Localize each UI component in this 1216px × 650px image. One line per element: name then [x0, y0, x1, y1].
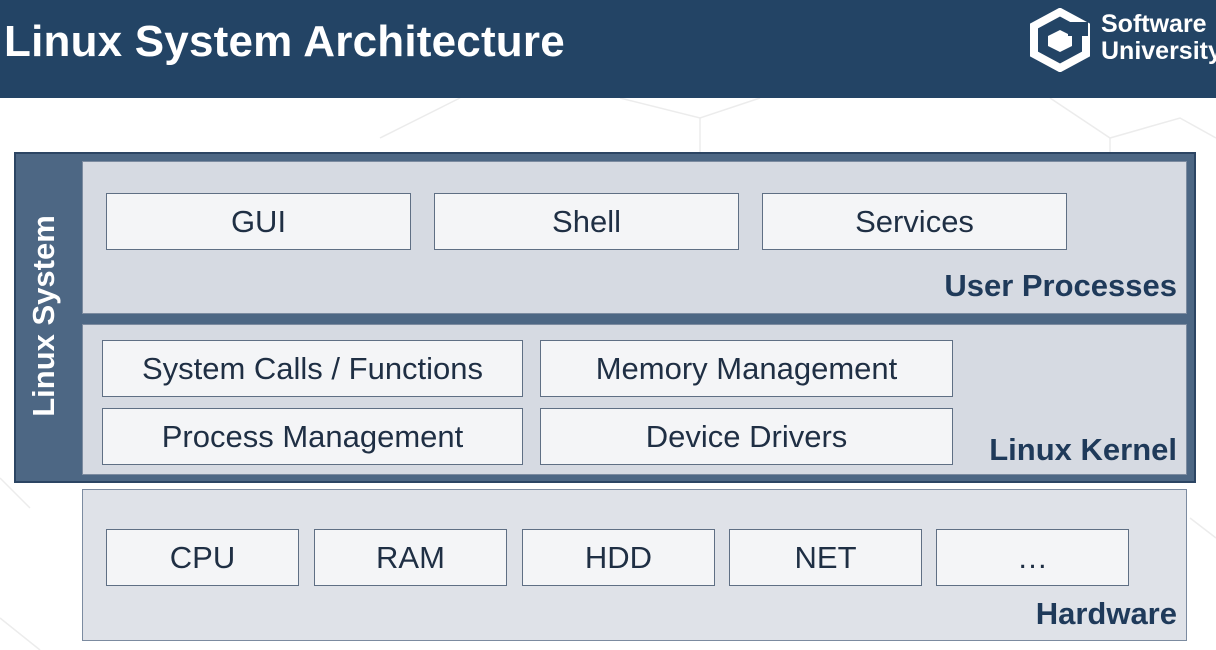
- cpu-box: CPU: [106, 529, 299, 586]
- hdd-box: HDD: [522, 529, 715, 586]
- logo-line-2: University: [1101, 37, 1216, 65]
- gui-box: GUI: [106, 193, 411, 250]
- user-processes-label: User Processes: [944, 268, 1177, 303]
- page-title: Linux System Architecture: [4, 17, 565, 66]
- process-management-box: Process Management: [102, 408, 523, 465]
- logo-line-1: Software: [1101, 10, 1207, 38]
- more-hardware-box: …: [936, 529, 1129, 586]
- memory-management-box: Memory Management: [540, 340, 953, 397]
- softuni-logo: Software University: [1028, 8, 1216, 72]
- device-drivers-box: Device Drivers: [540, 408, 953, 465]
- net-box: NET: [729, 529, 922, 586]
- softuni-logo-icon: [1030, 8, 1090, 72]
- hardware-label: Hardware: [1035, 596, 1177, 631]
- logo-wordmark: Software University: [1101, 11, 1216, 65]
- shell-box: Shell: [434, 193, 739, 250]
- services-box: Services: [762, 193, 1067, 250]
- system-calls-box: System Calls / Functions: [102, 340, 523, 397]
- linux-kernel-label: Linux Kernel: [989, 432, 1177, 467]
- ram-box: RAM: [314, 529, 507, 586]
- header-bar: Linux System Architecture Software Unive…: [0, 0, 1216, 98]
- linux-system-label: Linux System: [26, 215, 61, 417]
- background-hex-pattern: [0, 98, 1216, 650]
